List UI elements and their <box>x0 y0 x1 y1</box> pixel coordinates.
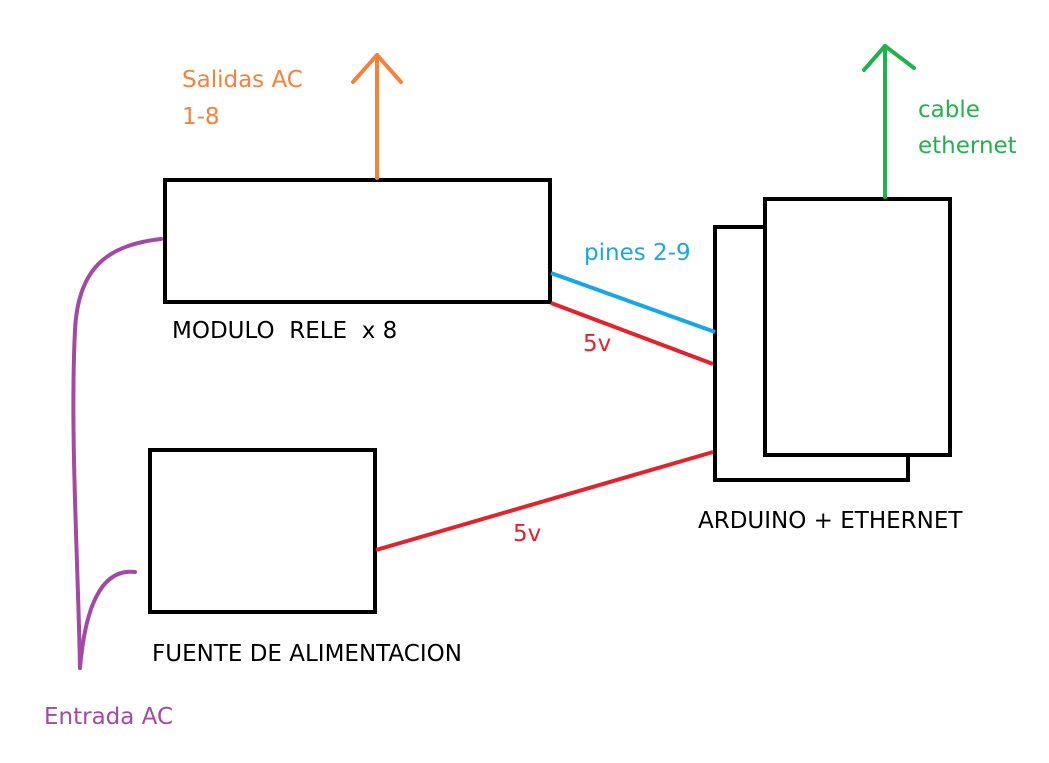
ethernet-cable-arrow <box>862 44 916 199</box>
power-supply-box <box>148 448 377 614</box>
relay-5v-wire <box>550 301 714 366</box>
ac-output-arrow <box>351 53 403 180</box>
relay-module-label: MODULO RELE x 8 <box>172 318 398 344</box>
supply-5v-label: 5v <box>513 521 542 547</box>
ethernet-label-line1: cable <box>918 97 980 123</box>
supply-5v-wire <box>375 450 714 552</box>
arduino-label: ARDUINO + ETHERNET <box>698 508 963 534</box>
ac-input-label: Entrada AC <box>44 704 174 730</box>
ac-input-wires <box>71 237 163 670</box>
relay-module-box <box>163 178 552 304</box>
pins-label: pines 2-9 <box>584 240 691 266</box>
ethernet-label-line2: ethernet <box>918 133 1017 159</box>
ac-outputs-label-line2: 1-8 <box>182 104 220 130</box>
pins-wire <box>550 271 716 334</box>
ac-outputs-label-line1: Salidas AC <box>182 67 303 93</box>
power-supply-label: FUENTE DE ALIMENTACION <box>152 641 462 667</box>
ethernet-shield-box <box>763 197 952 457</box>
relay-5v-label: 5v <box>583 331 612 357</box>
